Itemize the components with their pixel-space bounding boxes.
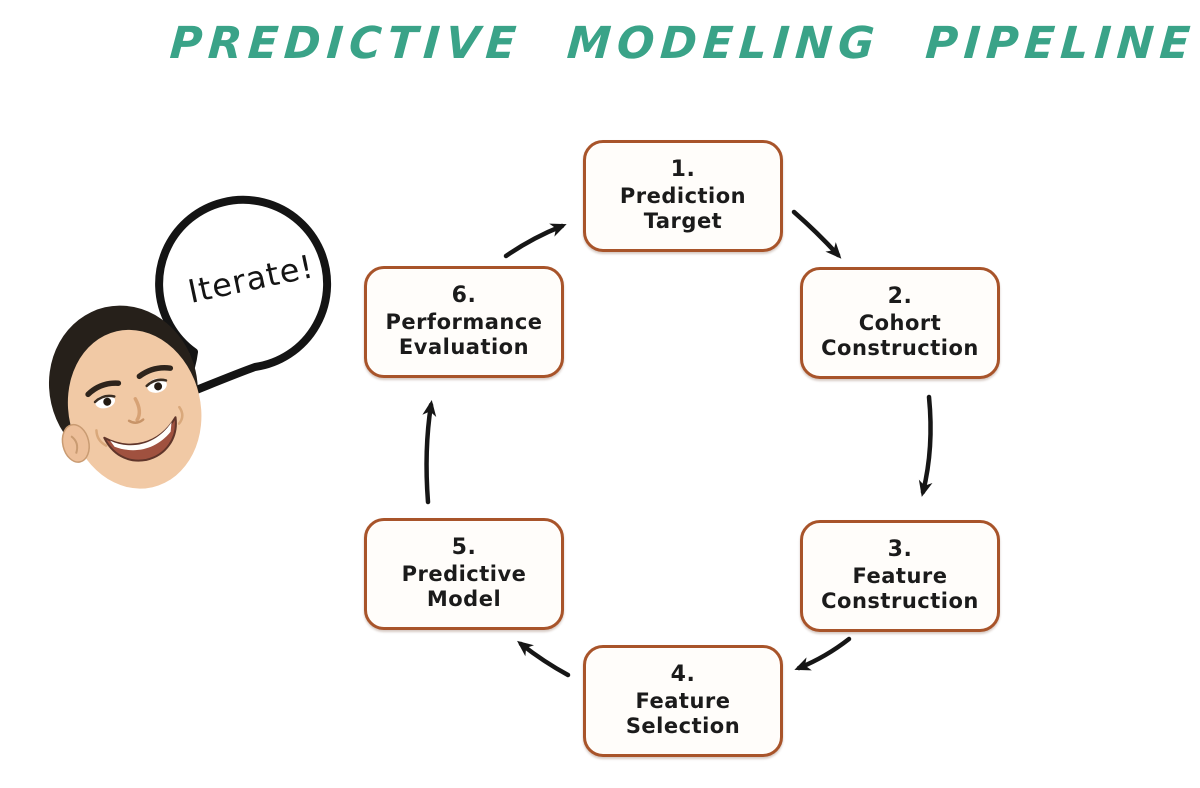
- page-title: PREDICTIVE MODELING PIPELINE: [168, 18, 1198, 69]
- arrow-step3-to-step4: [794, 636, 852, 671]
- arrow-step4-to-step5: [517, 640, 571, 678]
- step-label-line1: Feature: [852, 563, 948, 588]
- step-box-feature-selection: 4. Feature Selection: [583, 645, 783, 757]
- arrow-step6-to-step1: [503, 223, 567, 259]
- step-label-line2: Target: [643, 209, 723, 234]
- step-box-predictive-model: 5. Predictive Model: [364, 518, 564, 630]
- step-label-line1: Performance: [385, 309, 543, 334]
- arrow-step1-to-step2: [791, 209, 842, 259]
- step-label-line1: Prediction: [619, 183, 747, 208]
- step-label-line2: Model: [426, 587, 502, 612]
- step-label-line2: Evaluation: [398, 335, 530, 360]
- step-label-line2: Selection: [625, 714, 741, 739]
- step-label-line1: Predictive: [401, 561, 527, 586]
- step-box-feature-construction: 3. Feature Construction: [800, 520, 1000, 632]
- step-number: 5.: [451, 534, 477, 560]
- step-label-line2: Construction: [821, 336, 979, 361]
- step-number: 3.: [887, 536, 913, 562]
- step-box-cohort-construction: 2. Cohort Construction: [800, 267, 1000, 379]
- arrow-step2-to-step3: [918, 394, 933, 497]
- step-number: 6.: [451, 282, 477, 308]
- step-box-prediction-target: 1. Prediction Target: [583, 140, 783, 252]
- arrow-step5-to-step6: [422, 400, 437, 505]
- presenter-face-image: [48, 305, 202, 489]
- step-label-line2: Construction: [821, 589, 979, 614]
- step-number: 4.: [670, 661, 696, 687]
- step-number: 1.: [670, 156, 696, 182]
- step-label-line1: Feature: [635, 688, 731, 713]
- step-number: 2.: [887, 283, 913, 309]
- step-box-performance-evaluation: 6. Performance Evaluation: [364, 266, 564, 378]
- step-label-line1: Cohort: [858, 310, 942, 335]
